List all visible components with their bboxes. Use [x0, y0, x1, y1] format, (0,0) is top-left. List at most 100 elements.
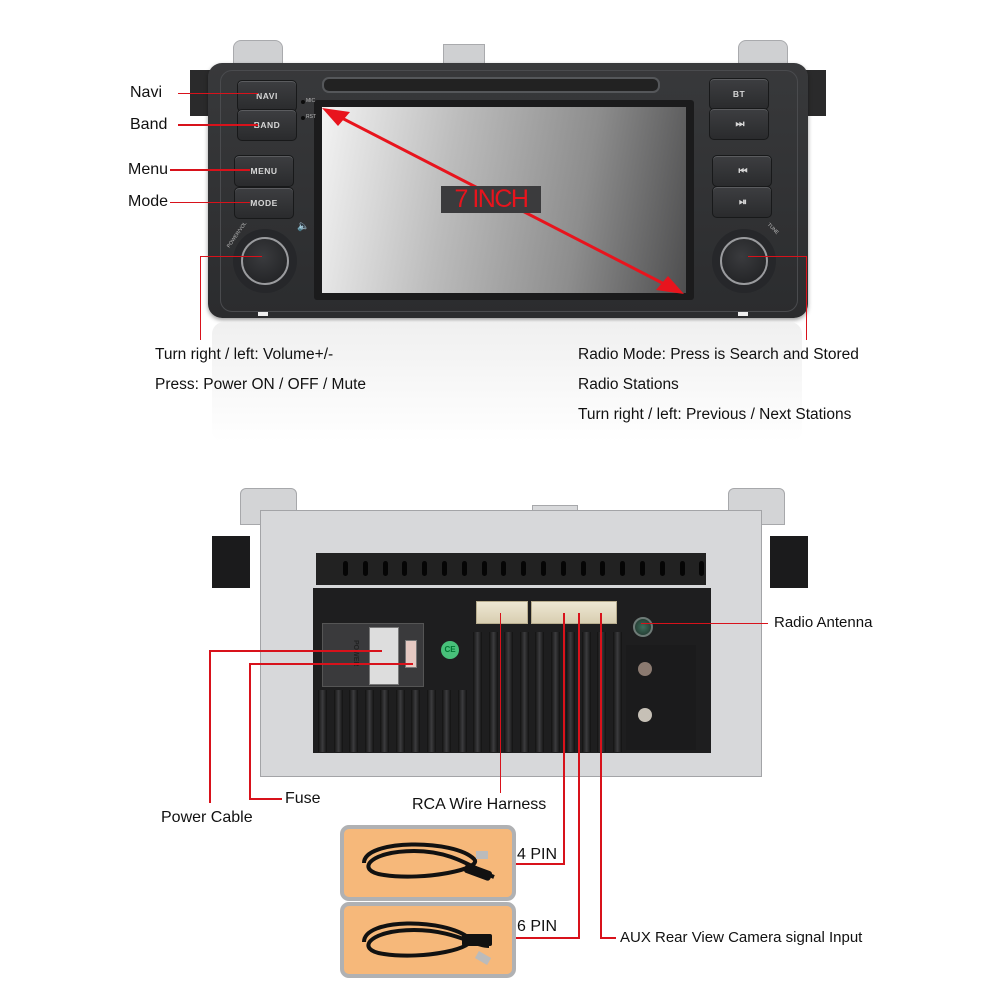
next-track-icon: ⏭ [735, 118, 745, 130]
heatsink-fin [364, 690, 374, 752]
heatsink-fin [318, 690, 327, 752]
vent-slot [600, 561, 606, 576]
menu-button[interactable]: MENU [234, 155, 294, 187]
volume-knob-line-h [200, 256, 262, 257]
navi-callout: Navi [130, 84, 163, 101]
tune-knob-line-h [748, 256, 806, 257]
vent-slot [580, 561, 586, 576]
bottom-clip-left [258, 312, 268, 316]
volume-knob-desc-turn: Turn right / left: Volume+/- [155, 346, 334, 363]
menu-callout-line [170, 169, 250, 171]
vent-slot [659, 561, 665, 576]
pin6-line-v [578, 613, 580, 939]
tune-knob-desc-press-cont: Radio Stations [578, 376, 679, 393]
power-volume-knob[interactable] [241, 237, 289, 285]
vent-slot [560, 561, 566, 576]
previous-track-icon: ⏮ [738, 165, 748, 177]
fuse-line-end [249, 798, 282, 800]
heatsink-fin [473, 632, 482, 752]
mic-label: MIC [306, 98, 316, 104]
ce-mark: CE [441, 641, 459, 659]
rca-harness-callout: RCA Wire Harness [412, 796, 547, 813]
menu-callout: Menu [128, 161, 169, 178]
reset-hole[interactable] [301, 116, 305, 120]
vent-slot [442, 561, 447, 576]
radio-antenna-port[interactable] [633, 617, 653, 637]
tune-knob[interactable] [720, 237, 768, 285]
power-connector[interactable] [369, 627, 399, 685]
cable-4pin-icon [362, 842, 495, 881]
tune-knob-desc-press: Radio Mode: Press is Search and Stored [578, 346, 859, 363]
play-pause-icon: ⏯ [739, 196, 747, 208]
fuse-callout: Fuse [285, 790, 321, 807]
pin4-callout: 4 PIN [517, 846, 558, 863]
band-callout: Band [130, 116, 168, 133]
heatsink-fin [519, 632, 529, 752]
radio-antenna-callout: Radio Antenna [774, 614, 873, 631]
vent-slot [343, 561, 348, 576]
heatsink-fin [333, 690, 343, 752]
heatsink-fin [566, 632, 575, 752]
bt-button[interactable]: BT [709, 78, 769, 110]
vent-slot [640, 561, 645, 576]
heatsink-fin [612, 632, 622, 752]
previous-track-button[interactable]: ⏮ [712, 155, 772, 187]
menu-button-label: MENU [250, 166, 278, 176]
volume-knob-line-v [200, 256, 201, 340]
mode-callout: Mode [128, 193, 169, 210]
aux-camera-line-h [600, 937, 616, 939]
head-unit-bezel [220, 70, 798, 312]
antenna-jack-2 [638, 662, 652, 676]
heatsink-fin [457, 690, 467, 752]
cable-card-6pin [340, 902, 516, 978]
top-heatsink [316, 553, 706, 585]
camera-4pin-6pin-connector[interactable] [531, 601, 617, 624]
heatsink-fin [442, 690, 451, 752]
vent-slot [501, 561, 507, 576]
heatsink-fin [411, 690, 420, 752]
aux-camera-callout: AUX Rear View Camera signal Input [620, 929, 863, 946]
band-callout-line [178, 124, 258, 126]
vent-slot [679, 561, 685, 576]
pin4-line-v [563, 613, 565, 865]
next-track-button[interactable]: ⏭ [709, 108, 769, 140]
power-cable-line-h [209, 650, 382, 652]
navi-button[interactable]: NAVI [237, 80, 297, 112]
radio-antenna-line [641, 623, 768, 624]
vent-slot [620, 561, 626, 576]
play-pause-button[interactable]: ⏯ [712, 186, 772, 218]
bt-button-label: BT [732, 89, 746, 99]
fuse-line-h [249, 663, 413, 665]
fuse[interactable] [405, 640, 417, 668]
disc-slot [322, 77, 660, 93]
side-mount-right-back [770, 536, 808, 588]
heatsink-fin [426, 690, 436, 752]
cable-card-4pin [340, 825, 516, 901]
heatsink-fin [504, 632, 513, 752]
power-cable-callout: Power Cable [161, 809, 253, 826]
navi-button-label: NAVI [256, 91, 278, 101]
pin6-line-h [513, 937, 580, 939]
heatsink-fin [581, 632, 591, 752]
vent-slot [402, 561, 408, 576]
vent-slot [521, 561, 527, 576]
rst-label: RST [306, 114, 316, 120]
antenna-panel [626, 645, 696, 750]
side-mount-left-back [212, 536, 250, 588]
gps-antenna-jack[interactable] [638, 708, 652, 722]
tune-knob-line-v [806, 256, 807, 340]
heatsink-fin [550, 632, 560, 752]
rca-harness-connector[interactable] [476, 601, 528, 624]
rca-harness-line [500, 613, 501, 793]
cable-6pin-icon [362, 921, 492, 965]
bottom-clip-right [738, 312, 748, 316]
mic-indicator [301, 100, 305, 104]
mode-callout-line [170, 202, 250, 203]
heatsink-fin [535, 632, 544, 752]
unit-reflection [212, 322, 802, 442]
vent-slot [481, 561, 487, 576]
screen-size-badge: 7 INCH [441, 186, 541, 213]
power-cable-line-v [209, 650, 211, 803]
mode-button[interactable]: MODE [234, 187, 294, 219]
vent-slot [461, 561, 467, 576]
